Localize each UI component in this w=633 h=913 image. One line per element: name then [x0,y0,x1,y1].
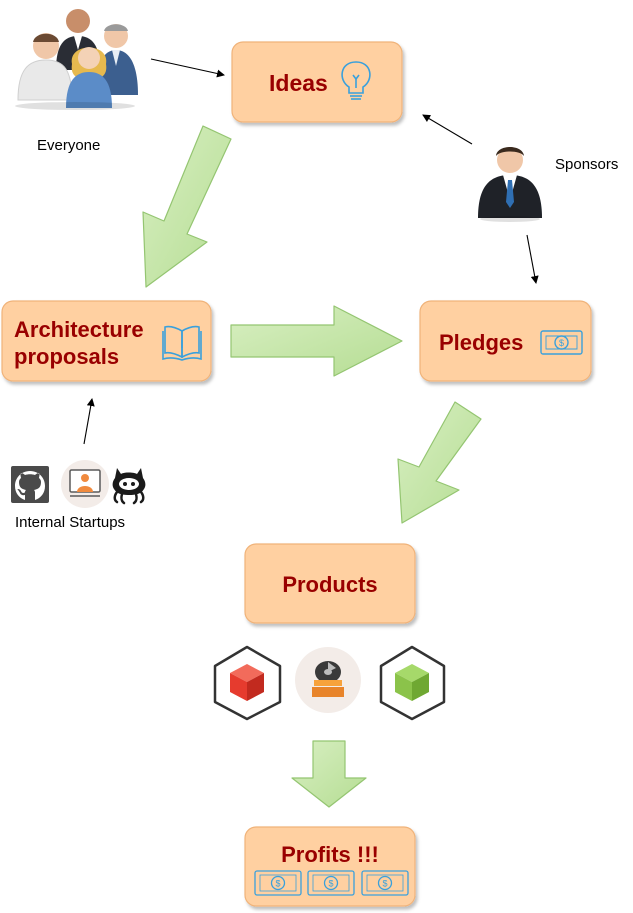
octocat-icon [112,468,146,505]
node-profits-label: Profits !!! [281,842,379,867]
connector-sponsors-to-pledges [526,234,539,284]
node-pledges[interactable]: Pledges $ [419,300,592,382]
package-box-icon [213,645,282,721]
node-architecture-proposals[interactable]: Architecture proposals [1,300,212,382]
svg-text:$: $ [382,879,387,889]
svg-text:$: $ [559,338,564,348]
connector-everyone-to-ideas [150,58,225,78]
money-bill-icon: $ [361,870,409,896]
node-profits[interactable]: Profits !!! $ $ $ [244,826,416,907]
flow-arrow-ideas-to-architecture [142,125,232,288]
money-bill-icon: $ [254,870,302,896]
node-ideas-label: Ideas [269,70,328,96]
connector-arrows [83,58,539,445]
actor-sponsors-label: Sponsors [555,156,618,173]
flow-arrow-products-to-profits [291,740,367,808]
open-book-icon [162,325,202,361]
flow-arrow-pledges-to-products [397,401,482,524]
lightbulb-icon [341,61,371,100]
connector-startups-to-architecture [83,398,95,445]
package-box-icon [295,647,361,713]
svg-text:$: $ [328,879,333,889]
github-icon [11,466,49,503]
money-bill-icon: $ [307,870,355,896]
node-products[interactable]: Products [244,543,416,624]
svg-text:$: $ [275,879,280,889]
money-bills-row: $ $ $ [254,870,409,896]
money-bill-icon: $ [540,330,583,355]
package-box-icon [379,645,446,721]
node-ideas[interactable]: Ideas [231,41,403,123]
businessman-icon [478,147,542,222]
node-products-label: Products [282,572,377,597]
people-group-icon [15,9,138,110]
actor-everyone-label: Everyone [37,137,100,154]
actor-internal-startups-label: Internal Startups [15,514,125,531]
node-architecture-label-line1: Architecture [14,317,144,342]
startup-presenter-icon [61,460,109,508]
connector-sponsors-to-ideas [422,114,473,145]
flow-arrows [142,125,482,808]
node-pledges-label: Pledges [439,330,523,355]
flow-arrow-architecture-to-pledges [230,305,403,377]
node-architecture-label-line2: proposals [14,344,119,369]
